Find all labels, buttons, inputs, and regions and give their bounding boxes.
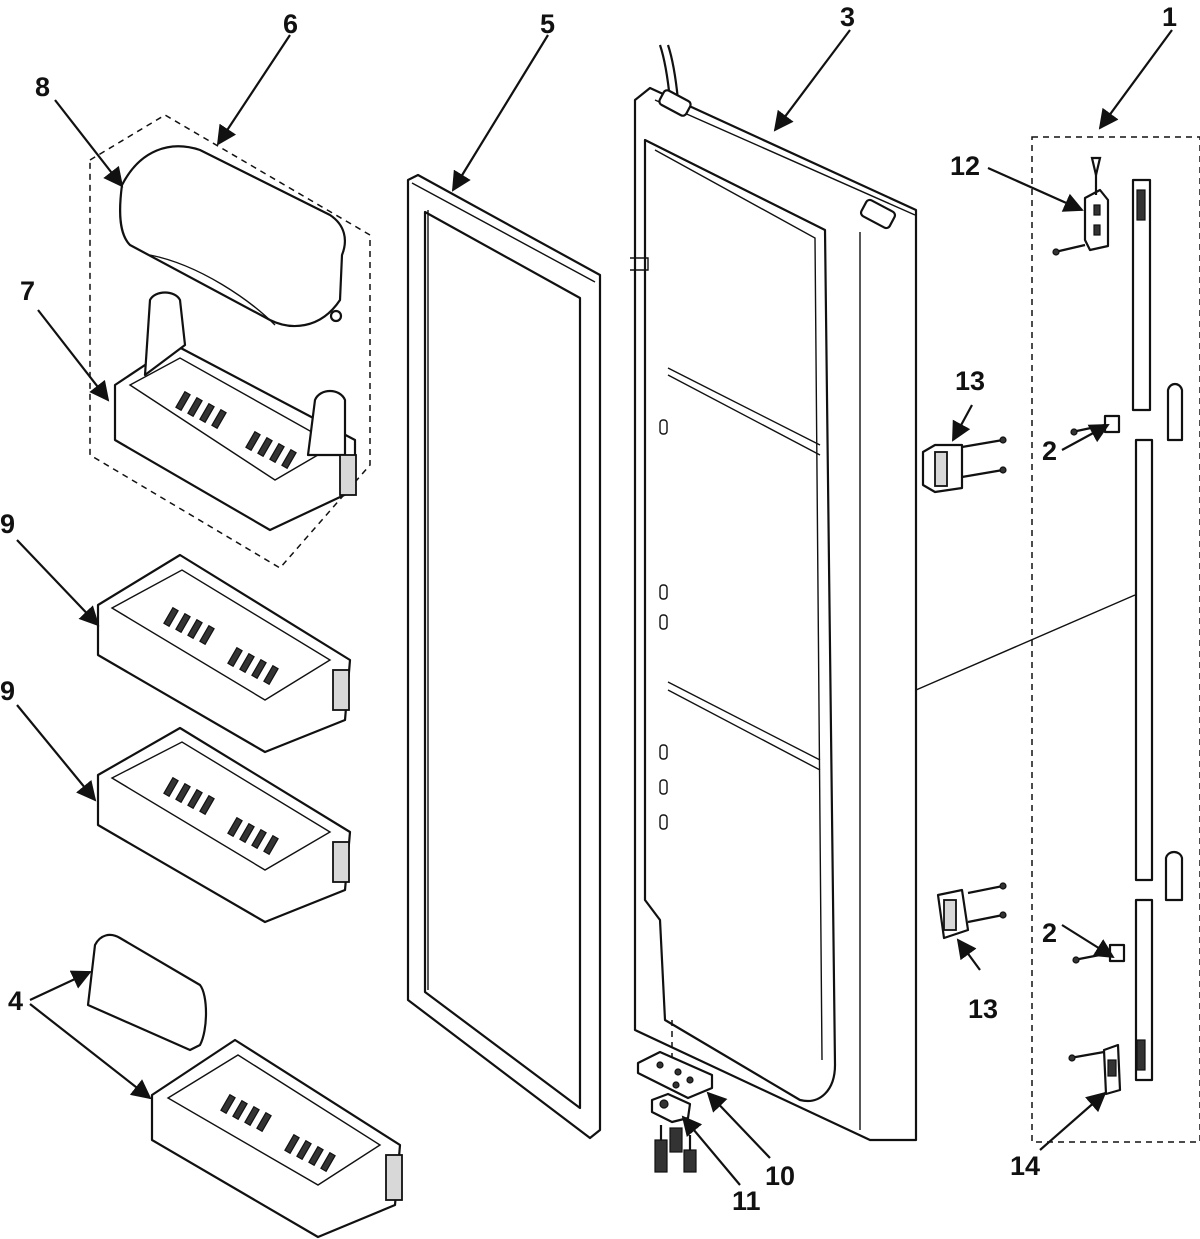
bin-cover-part [118, 145, 346, 328]
label-7: 7 [20, 276, 35, 306]
handle-boundary-dashed [1031, 136, 1200, 1143]
label-2b: 2 [1042, 918, 1057, 948]
hinge-screws-part [654, 1125, 697, 1173]
dairy-bin-with-cover-part [86, 933, 403, 1239]
label-3: 3 [840, 2, 855, 32]
handle-mount-lower-part [936, 882, 1007, 940]
door-bin-upper-part [96, 553, 352, 754]
door-bin-lower-part [96, 726, 352, 924]
label-10: 10 [765, 1161, 795, 1191]
label-8: 8 [35, 72, 50, 102]
hinge-bracket-part [636, 1020, 714, 1100]
covered-bin-part [113, 291, 357, 532]
label-12: 12 [950, 151, 980, 181]
label-6: 6 [283, 9, 298, 39]
callout-labels: 1 2 2 3 4 5 6 7 8 9 9 10 11 12 13 13 14 [0, 2, 1177, 1216]
label-5: 5 [540, 9, 555, 39]
door-bin-assembly-group [89, 114, 371, 569]
door-gasket-part [406, 173, 602, 1140]
label-11: 11 [732, 1186, 761, 1216]
label-4: 4 [8, 986, 23, 1016]
label-9b: 9 [0, 676, 15, 706]
label-9a: 9 [0, 509, 15, 539]
assembly-boundary-dashed [89, 114, 371, 569]
label-13a: 13 [955, 366, 985, 396]
bottom-handle-bracket-part [1068, 1043, 1122, 1096]
label-14: 14 [1010, 1151, 1040, 1181]
handle-assembly-group [915, 136, 1200, 1143]
label-2a: 2 [1042, 436, 1057, 466]
top-handle-bracket-part [1052, 156, 1110, 256]
leader-lines [16, 29, 1173, 1186]
handle-mount-upper-part [921, 436, 1007, 494]
label-1: 1 [1162, 2, 1177, 32]
door-body-part [630, 44, 918, 1142]
label-13b: 13 [968, 994, 998, 1024]
